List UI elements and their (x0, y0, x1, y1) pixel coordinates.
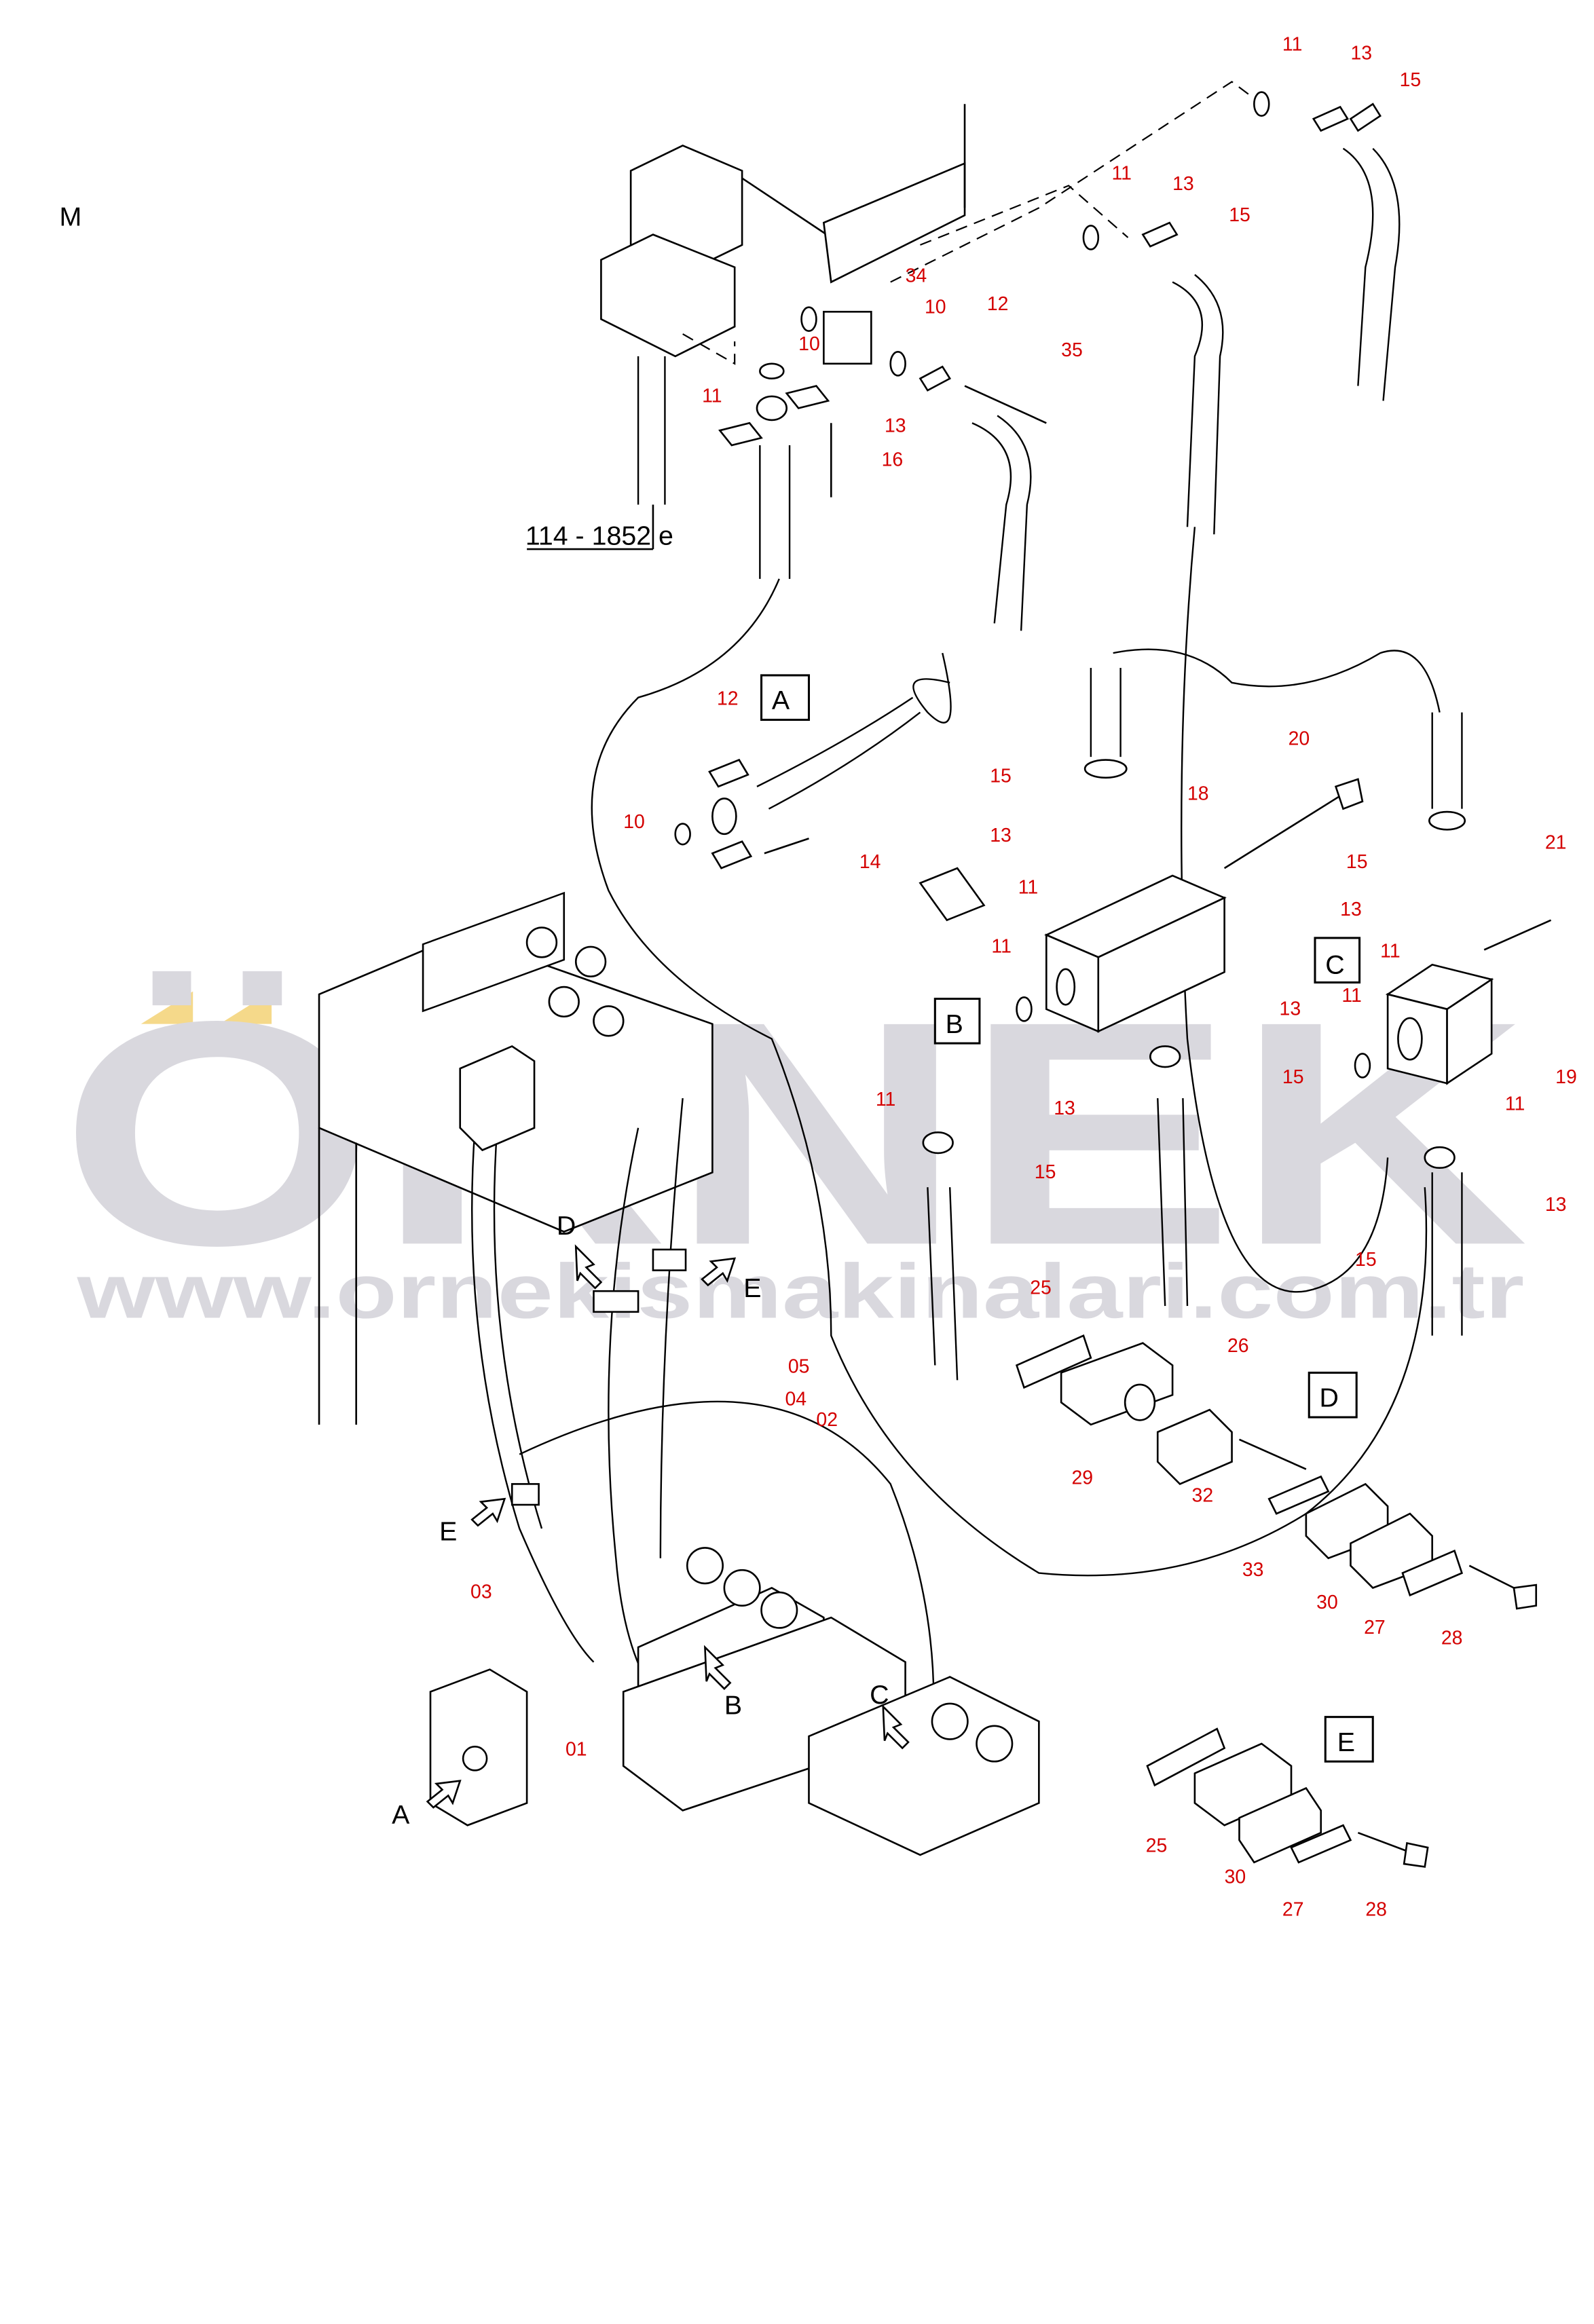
callout: 01 (566, 1738, 587, 1760)
callout: 26 (1227, 1335, 1249, 1357)
callout: 35 (1061, 339, 1083, 361)
arrow-label: E (439, 1516, 457, 1546)
clamp-assembly-e (1146, 1727, 1429, 1868)
callout: 11 (702, 386, 722, 407)
arrow-label: D (557, 1211, 576, 1241)
callout: 28 (1441, 1628, 1463, 1649)
distributor-block-18 (919, 667, 1364, 1033)
hose-fittings-top (527, 91, 1401, 631)
callout: 15 (1400, 69, 1422, 91)
valve-block-top (600, 81, 1262, 505)
arrow-e-icon (701, 1257, 737, 1287)
lower-fittings (922, 1045, 1456, 1381)
callout: 02 (816, 1409, 838, 1431)
drawing-number: 114 - 1852 e (525, 521, 673, 551)
arrow-b-icon (703, 1645, 732, 1690)
callout: 15 (1346, 851, 1368, 873)
callout: 33 (1242, 1559, 1264, 1581)
callout: 20 (1289, 728, 1310, 750)
callout: 30 (1316, 1592, 1338, 1613)
distributor-block-19 (1354, 712, 1552, 1336)
callout: 15 (1282, 1066, 1304, 1088)
callout: 27 (1282, 1899, 1304, 1921)
watermark: ÖRNEK www.ornekismakinalari.com.tr (59, 954, 1528, 1334)
view-label-b: B (933, 997, 981, 1045)
callout: 14 (859, 851, 881, 873)
callout: 11 (1018, 876, 1039, 898)
machine-frame (318, 891, 1040, 1856)
callout: 11 (1282, 34, 1303, 56)
callout: 13 (1340, 899, 1362, 920)
watermark-url: www.ornekismakinalari.com.tr (76, 1249, 1524, 1335)
callout: 12 (987, 293, 1009, 315)
arrow-label: A (392, 1800, 410, 1830)
callout: 29 (1071, 1467, 1093, 1488)
clamp-assembly-d (1015, 1334, 1538, 1610)
svg-text:A: A (772, 686, 790, 715)
callout: 13 (1350, 43, 1372, 64)
callout: 10 (798, 333, 820, 355)
callout: 25 (1146, 1835, 1168, 1857)
arrow-label: C (870, 1680, 889, 1710)
callout: 11 (1380, 940, 1401, 962)
callout: 11 (1341, 985, 1362, 1007)
view-label-a: A (760, 674, 811, 721)
callout: 16 (882, 449, 904, 471)
callout: 13 (990, 825, 1012, 846)
callout: 15 (990, 765, 1012, 787)
callouts: 11 13 15 11 13 15 34 10 12 35 10 11 13 1… (470, 34, 1577, 1921)
callout: 11 (1111, 163, 1131, 185)
callout: 18 (1187, 783, 1209, 805)
arrow-label: E (743, 1273, 761, 1303)
callout: 13 (1280, 998, 1301, 1020)
svg-text:C: C (1325, 950, 1344, 979)
callout: 21 (1545, 832, 1567, 854)
callout: 15 (1355, 1249, 1377, 1271)
callout: 05 (788, 1355, 810, 1377)
callout: 15 (1035, 1161, 1056, 1183)
svg-text:D: D (1320, 1383, 1339, 1413)
callout: 13 (1545, 1194, 1567, 1216)
view-label-c: C (1314, 937, 1361, 983)
arrow-e-icon (470, 1497, 506, 1527)
callout: 34 (906, 265, 927, 287)
callout: 30 (1225, 1867, 1246, 1888)
callout: 11 (991, 936, 1012, 958)
callout: 12 (717, 688, 739, 710)
arrow-label: B (724, 1690, 742, 1720)
view-arrows (426, 1244, 910, 1809)
callout: 04 (785, 1389, 807, 1410)
view-label-e: E (1324, 1716, 1374, 1763)
arrow-c-icon (882, 1704, 910, 1750)
svg-text:E: E (1337, 1727, 1355, 1757)
callout: 13 (885, 415, 906, 436)
view-label-d: D (1308, 1371, 1358, 1419)
callout: 25 (1030, 1277, 1052, 1299)
arrow-d-icon (574, 1244, 603, 1290)
callout: 19 (1555, 1066, 1577, 1088)
callout: 15 (1229, 204, 1250, 226)
page-marker: M (59, 202, 81, 231)
arrow-a-icon (426, 1780, 462, 1809)
callout: 11 (1505, 1093, 1525, 1114)
callout: 27 (1364, 1617, 1386, 1638)
callout: 28 (1365, 1899, 1387, 1921)
callout: 10 (925, 296, 946, 318)
detail-a-fitting (674, 696, 921, 869)
callout: 10 (623, 811, 645, 833)
callout: 13 (1054, 1098, 1075, 1119)
watermark-brand: ÖRNEK (59, 954, 1528, 1311)
callout: 11 (876, 1089, 896, 1110)
callout: 32 (1192, 1485, 1214, 1507)
callout: 13 (1172, 173, 1194, 195)
svg-text:B: B (946, 1009, 963, 1039)
callout: 03 (470, 1581, 492, 1603)
